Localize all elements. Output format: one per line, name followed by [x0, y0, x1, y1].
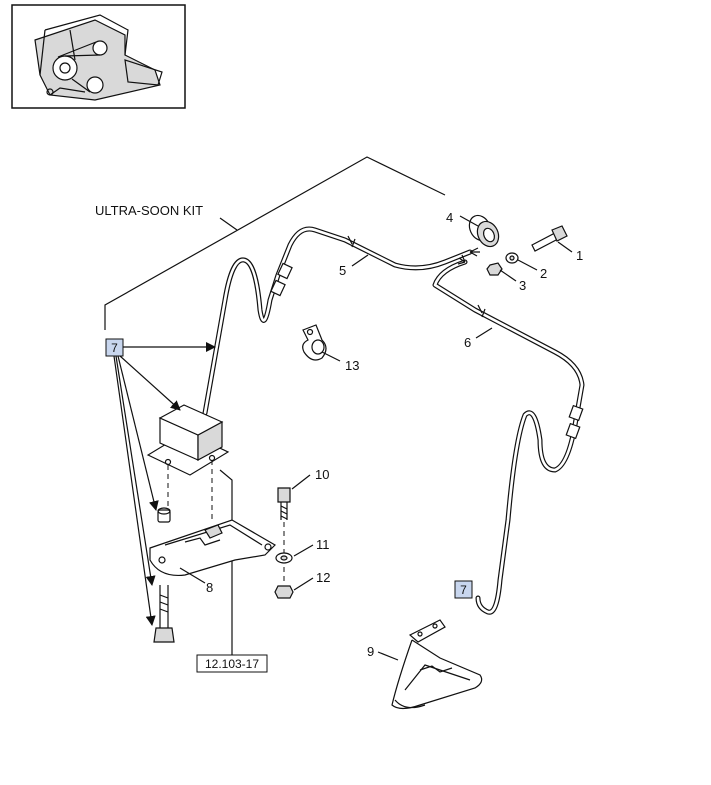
bolt-lower [153, 585, 175, 643]
bolt-part-10 [277, 487, 291, 520]
callout-tag-7-left: 7 [105, 338, 124, 357]
leader-lines [179, 215, 573, 661]
callout-tag-7-text: 7 [111, 341, 118, 355]
spacer [157, 507, 171, 523]
callout-9: 9 [367, 644, 374, 659]
reference-box: 12.103-17 [196, 654, 268, 673]
kit-bracket [104, 156, 446, 330]
reference-text: 12.103-17 [205, 657, 259, 671]
callout-12: 12 [316, 570, 330, 585]
callout-tag-7-right: 7 [454, 580, 473, 599]
callout-11: 11 [316, 537, 330, 552]
callout-4: 4 [446, 210, 453, 225]
machine-sketch [34, 14, 163, 101]
callout-3: 3 [519, 278, 526, 293]
callout-arrows [113, 342, 216, 626]
kit-label: ULTRA-SOON KIT [95, 203, 203, 218]
clip-part-13 [302, 324, 327, 361]
module-box [146, 404, 230, 476]
callout-8: 8 [206, 580, 213, 595]
callout-6: 6 [464, 335, 471, 350]
callout-5: 5 [339, 263, 346, 278]
callout-1: 1 [576, 248, 583, 263]
callout-2: 2 [540, 266, 547, 281]
pipe-left [202, 226, 480, 416]
nut-part-3 [486, 262, 503, 276]
locator-thumbnail [11, 4, 186, 109]
callout-tag-7-text-2: 7 [460, 583, 467, 597]
callout-13: 13 [345, 358, 359, 373]
bracket-part-8 [149, 519, 276, 577]
bracket-part-9 [391, 619, 483, 710]
bushing-part-4 [468, 214, 500, 248]
pipe-right [432, 254, 585, 615]
bolt-part-1 [531, 225, 568, 252]
callout-10: 10 [315, 467, 329, 482]
nut-part-12 [274, 585, 294, 599]
